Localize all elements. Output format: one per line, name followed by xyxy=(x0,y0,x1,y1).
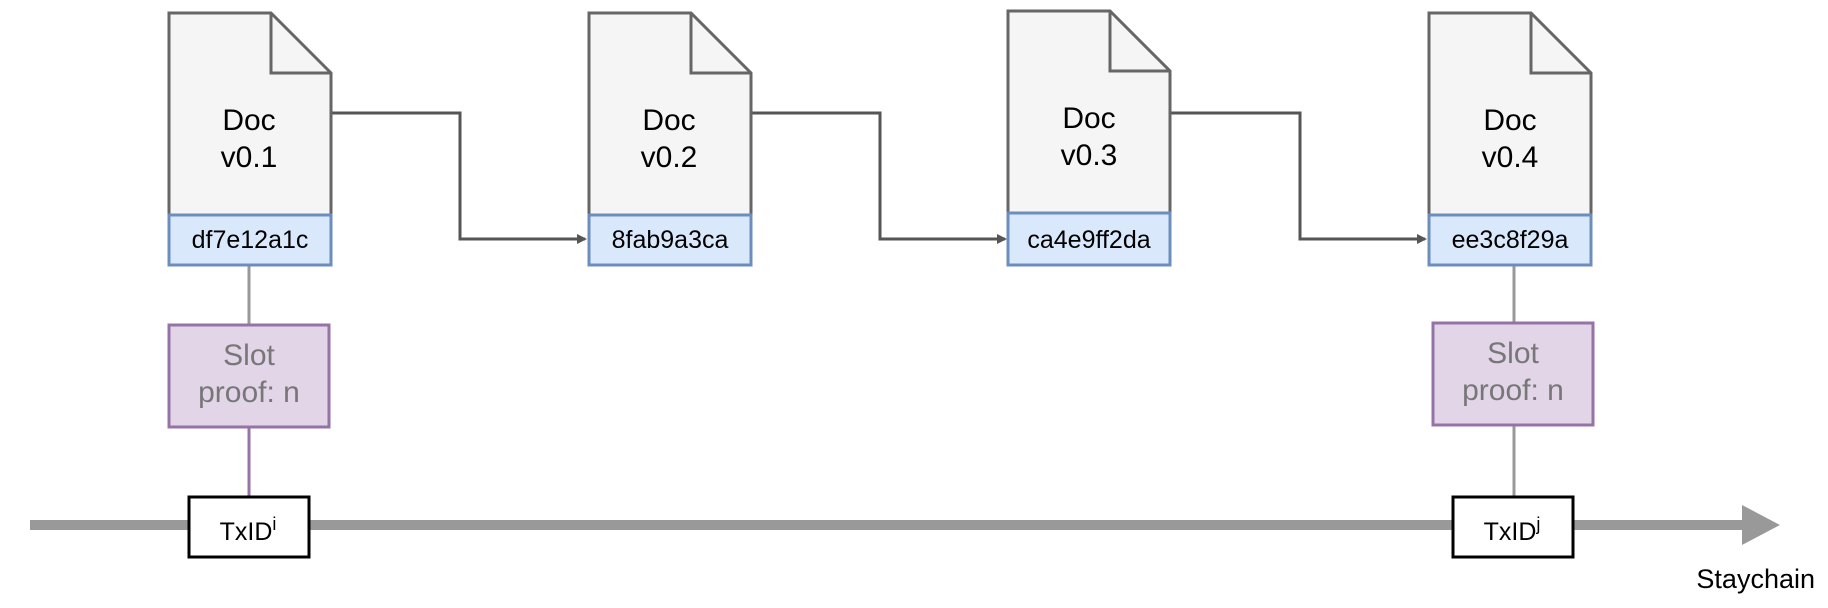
document-icon xyxy=(167,11,333,217)
folded-corner xyxy=(269,13,331,75)
slot-proof-node: Slot proof: n xyxy=(167,323,331,429)
transaction-box xyxy=(187,495,311,559)
hash-value: ca4e9ff2da xyxy=(1027,226,1150,254)
transaction-label: TxID xyxy=(1484,518,1537,546)
document-icon xyxy=(1006,9,1172,215)
transaction-box xyxy=(1451,495,1575,559)
hash-value: df7e12a1c xyxy=(192,226,309,254)
folded-corner xyxy=(689,13,751,75)
version-arrow-3 xyxy=(1170,111,1427,244)
hash-box xyxy=(1427,213,1593,267)
transaction-node: TxIDj xyxy=(1451,495,1575,559)
folded-corner xyxy=(1108,11,1170,73)
slot-proof-value: proof: n xyxy=(1462,374,1564,407)
document-icon xyxy=(587,11,753,217)
timeline-label: Staychain xyxy=(1696,564,1815,594)
document-title: Doc xyxy=(1483,104,1536,137)
hash-box xyxy=(167,213,333,267)
transaction-superscript: i xyxy=(272,514,276,534)
version-arrow-2 xyxy=(751,111,1007,244)
transaction-superscript: j xyxy=(1535,514,1540,534)
document-node: Doc v0.3 ca4e9ff2da xyxy=(1006,9,1172,267)
transaction-id: TxIDj xyxy=(1484,514,1541,546)
hash-value: ee3c8f29a xyxy=(1452,226,1569,254)
transaction-label: TxID xyxy=(220,518,273,546)
transaction-node: TxIDi xyxy=(187,495,311,559)
slot-proof-title: Slot xyxy=(1487,337,1539,370)
document-node: Doc v0.1 df7e12a1c xyxy=(167,11,333,267)
document-title: Doc xyxy=(642,104,695,137)
document-title: Doc xyxy=(1062,102,1115,135)
hash-box xyxy=(587,213,753,267)
document-title: Doc xyxy=(222,104,275,137)
folded-corner xyxy=(1529,13,1591,75)
document-version: v0.4 xyxy=(1482,141,1539,174)
document-version: v0.1 xyxy=(221,141,278,174)
timeline-arrowhead xyxy=(1742,505,1780,545)
hash-value: 8fab9a3ca xyxy=(612,226,729,254)
document-version: v0.3 xyxy=(1061,139,1118,172)
slot-proof-node: Slot proof: n xyxy=(1431,321,1595,427)
hash-box xyxy=(1006,211,1172,267)
slot-proof-value: proof: n xyxy=(198,376,300,409)
document-node: Doc v0.2 8fab9a3ca xyxy=(587,11,753,267)
document-version: v0.2 xyxy=(641,141,698,174)
document-icon xyxy=(1427,11,1593,217)
slot-proof-box xyxy=(1431,321,1595,427)
version-arrow-1 xyxy=(331,111,587,244)
document-node: Doc v0.4 ee3c8f29a xyxy=(1427,11,1593,267)
transaction-id: TxIDi xyxy=(220,514,277,546)
slot-proof-box xyxy=(167,323,331,429)
slot-proof-title: Slot xyxy=(223,339,275,372)
